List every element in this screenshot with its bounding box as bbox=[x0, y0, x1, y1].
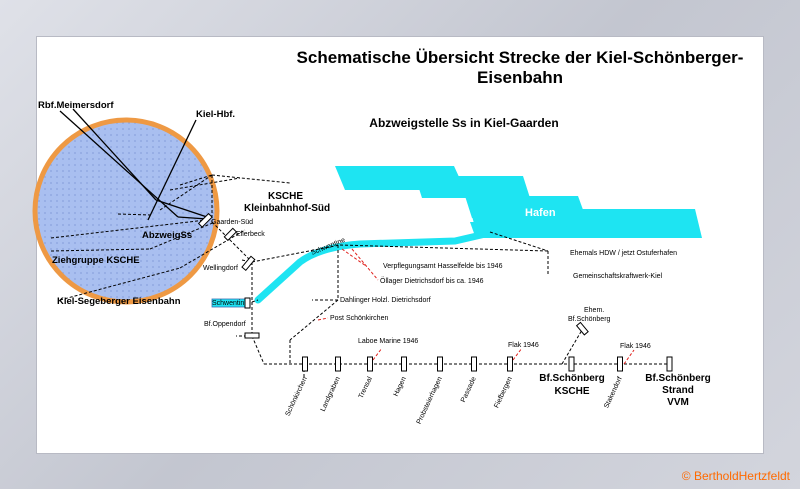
label-ehem: Ehem. bbox=[584, 307, 604, 314]
label-kiel-hbf: Kiel-Hbf. bbox=[196, 109, 235, 120]
label-dahlinger: Dahlinger Holzl. Dietrichsdorf bbox=[340, 297, 431, 304]
harbour-label: Hafen bbox=[525, 207, 556, 219]
label-hdw: Ehemals HDW / jetzt Ostuferhafen bbox=[570, 250, 677, 257]
label-flak-1: Flak 1946 bbox=[508, 342, 539, 349]
station-label: Schönkirchen bbox=[285, 376, 309, 417]
station-marker bbox=[507, 356, 513, 372]
label-strand-2: Strand bbox=[662, 385, 694, 396]
schwentine-station-label: Schwentine bbox=[212, 300, 248, 307]
label-kiel-segeberger: Kiel-Segeberger Eisenbahn bbox=[57, 296, 181, 307]
label-kleinbahnhof-sued: Kleinbahnhof-Süd bbox=[244, 203, 330, 214]
red-branches bbox=[317, 248, 635, 365]
label-strand-vvm: VVM bbox=[667, 397, 689, 408]
label-verpflegungsamt: Verpflegungsamt Hasselfelde bis 1946 bbox=[383, 263, 503, 270]
label-rbf-meimersdorf: Rbf.Meimersdorf bbox=[38, 100, 114, 111]
diagram-subtitle: Abzweigstelle Ss in Kiel-Gaarden bbox=[369, 116, 558, 130]
station-label: Hagen bbox=[393, 376, 408, 398]
station-marker-bf-schoenberg bbox=[568, 356, 575, 372]
diagram-title-line2: Eisenbahn bbox=[477, 68, 563, 87]
main-lines bbox=[59, 108, 208, 221]
station-label: Stakendorf bbox=[603, 376, 624, 410]
station-marker bbox=[401, 356, 407, 372]
label-abzweig-ss: AbzweigSs bbox=[142, 230, 192, 241]
station-marker bbox=[367, 356, 373, 372]
label-laboe-marine: Laboe Marine 1946 bbox=[358, 338, 418, 345]
label-post-schoenkirchen: Post Schönkirchen bbox=[330, 315, 388, 322]
label-ziehgruppe: Ziehgruppe KSCHE bbox=[52, 255, 140, 266]
station-label: Fiefbergen bbox=[493, 376, 514, 409]
label-bf-schoenberg: Bf.Schönberg bbox=[539, 373, 605, 384]
station-marker bbox=[617, 356, 623, 372]
diagram-title-line1: Schematische Übersicht Strecke der Kiel-… bbox=[297, 48, 744, 67]
label-gaarden-sued: Gaarden-Süd bbox=[211, 219, 253, 226]
label-ellerbeck: Ellerbeck bbox=[236, 231, 265, 238]
label-wellingdorf: Wellingdorf bbox=[203, 265, 238, 272]
copyright-notice: © BertholdHertzfeldt bbox=[681, 469, 790, 483]
station-markers bbox=[197, 212, 589, 339]
secondary-lines bbox=[50, 174, 670, 378]
schwentine-river bbox=[254, 228, 498, 304]
abzweig-zoom-circle bbox=[32, 117, 220, 305]
station-marker bbox=[335, 356, 341, 372]
label-ksche: KSCHE bbox=[268, 191, 303, 202]
harbour-area bbox=[335, 166, 702, 238]
label-ehem-bf-schoenberg: Bf.Schönberg bbox=[568, 316, 611, 323]
station-marker bbox=[437, 356, 443, 372]
station-label: Landgraben bbox=[320, 376, 342, 413]
station-marker bbox=[471, 356, 477, 372]
station-marker bbox=[302, 356, 308, 372]
station-marker-strand bbox=[666, 356, 673, 372]
station-label: Passade bbox=[460, 376, 478, 404]
station-label: Trensal bbox=[358, 375, 374, 399]
label-gemeinschaftskraftwerk: Gemeinschaftskraftwerk-Kiel bbox=[573, 273, 663, 280]
label-strand-1: Bf.Schönberg bbox=[645, 373, 711, 384]
label-oppendorf: Bf.Oppendorf bbox=[204, 321, 246, 328]
label-flak-2: Flak 1946 bbox=[620, 343, 651, 350]
station-label: Probsteierhagen bbox=[416, 376, 444, 426]
label-oellager: Öllager Dietrichsdorf bis ca. 1946 bbox=[380, 277, 484, 285]
label-bf-schoenberg-ksche: KSCHE bbox=[554, 386, 589, 397]
